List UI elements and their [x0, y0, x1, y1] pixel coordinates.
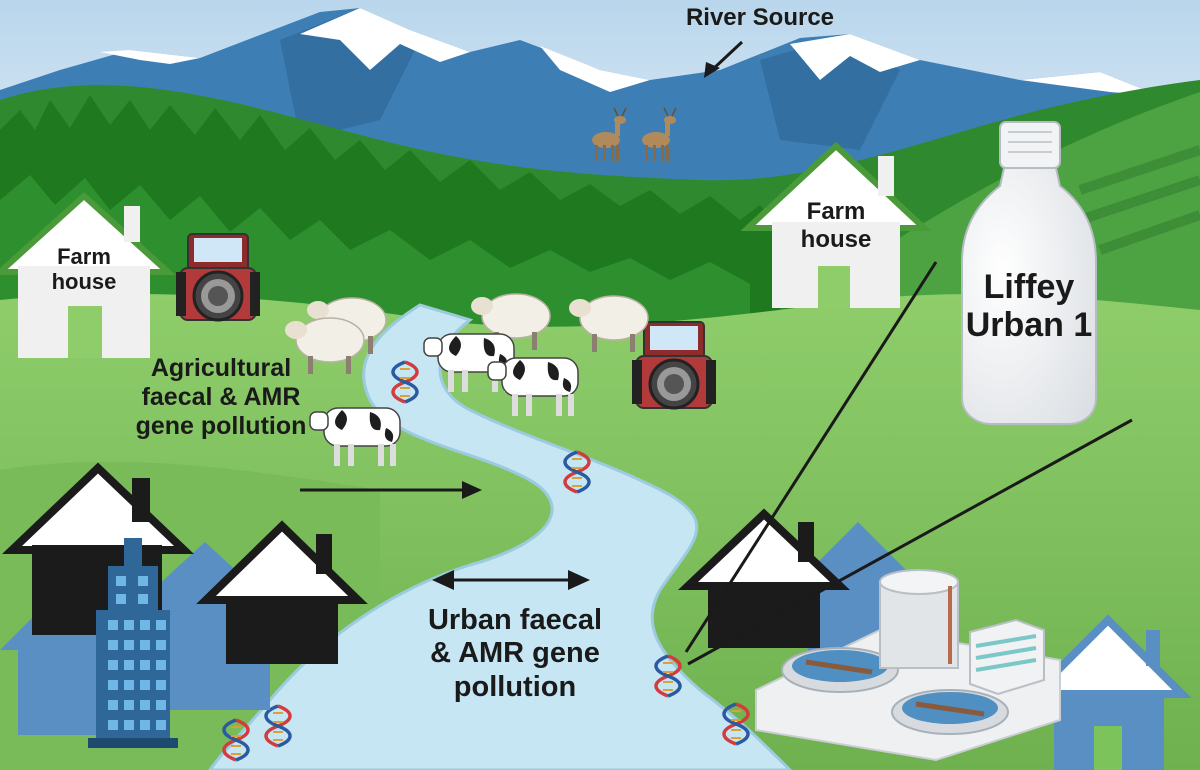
sampling-line [687, 418, 1133, 666]
river-source-label: River Source [685, 4, 835, 31]
agricultural-pollution-label: Agricultural faecal & AMR gene pollution [135, 354, 307, 440]
farm-house-right-icon [740, 141, 932, 308]
urban-pollution-label: Urban faecal & AMR gene pollution [427, 604, 603, 703]
river-source-arrow [704, 40, 744, 78]
farm-house-left-icon [0, 191, 176, 358]
tractor-icon [174, 232, 262, 322]
wastewater-treatment-plant-icon [755, 569, 1061, 762]
mountain-snow [100, 8, 1160, 96]
tractor-icon [630, 320, 718, 410]
sample-bottle-label: Liffey Urban 1 [965, 268, 1093, 345]
office-tower-icon [88, 538, 178, 748]
urban-double-arrow [432, 570, 590, 590]
urban-house-middle-icon [196, 520, 368, 664]
farm-house-left-label: Farm house [51, 244, 117, 295]
farm-house-right-label: Farm house [800, 198, 872, 253]
sample-bottle-icon [961, 121, 1097, 425]
urban-house-right-icon [677, 508, 851, 648]
agricultural-arrow [300, 481, 482, 499]
sampling-line [684, 261, 938, 653]
